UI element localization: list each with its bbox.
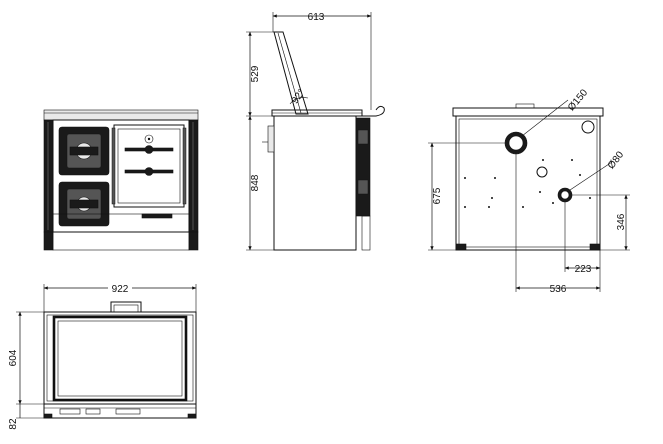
dim-front-height: 848 bbox=[250, 174, 261, 191]
top-view: 922 604 82 bbox=[8, 283, 197, 430]
back-view: Ø150 Ø80 675 346 223 536 bbox=[428, 87, 630, 295]
side-body bbox=[273, 115, 357, 251]
front-view bbox=[43, 109, 199, 251]
front-right-rail bbox=[188, 119, 199, 233]
hob-plate bbox=[52, 315, 188, 402]
dim-top-depth: 604 bbox=[8, 349, 19, 366]
top-flue-collar bbox=[110, 301, 142, 313]
front-left-rail bbox=[43, 119, 54, 233]
dim-top-height: 529 bbox=[250, 65, 261, 82]
dim-flue-center-height: 675 bbox=[432, 187, 443, 204]
back-body bbox=[455, 115, 601, 251]
dim-flue-diameter: Ø150 bbox=[566, 87, 590, 113]
dim-air-inlet-offset: 223 bbox=[575, 264, 592, 275]
dim-air-inlet-height: 346 bbox=[616, 213, 627, 230]
dim-rail-depth: 82 bbox=[8, 418, 19, 430]
dim-width: 922 bbox=[112, 284, 129, 295]
dim-overall-depth: 613 bbox=[308, 12, 325, 23]
back-screws bbox=[464, 159, 591, 208]
side-view: 613 92° 529 848 bbox=[246, 12, 385, 251]
dim-flue-offset: 536 bbox=[550, 284, 567, 295]
open-lid bbox=[273, 31, 309, 115]
towel-rail bbox=[362, 105, 385, 117]
top-plate bbox=[43, 311, 197, 405]
dim-air-inlet-diameter: Ø80 bbox=[606, 149, 627, 171]
front-top-plate bbox=[43, 109, 199, 121]
front-rail bbox=[43, 403, 197, 419]
oven-door bbox=[113, 124, 185, 208]
thermometer bbox=[144, 134, 154, 144]
back-top-plate bbox=[452, 107, 604, 117]
